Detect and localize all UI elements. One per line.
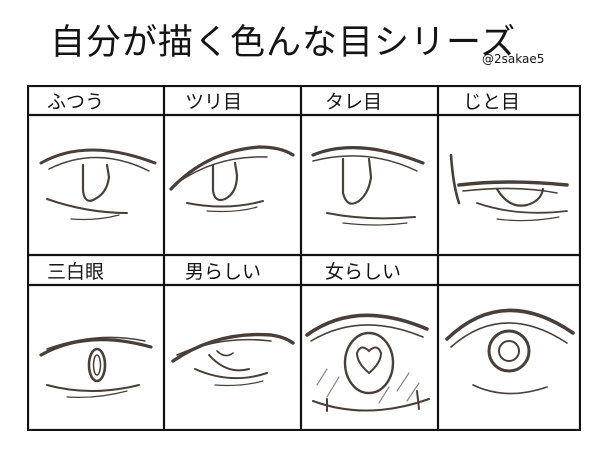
normal-eye-drawing <box>39 148 157 221</box>
cell-label-sanpaku: 三白眼 <box>47 261 105 283</box>
masculine-eye-drawing <box>171 332 295 387</box>
author-handle: @2sakae5 <box>482 52 545 66</box>
cell-label-half-lidded: じと目 <box>463 91 521 113</box>
feminine-eye-drawing <box>305 313 430 412</box>
cell-label-normal: ふつう <box>47 91 105 113</box>
cell-label-droopy: タレ目 <box>325 91 383 113</box>
cell-label-feminine: 女らしい <box>325 261 402 283</box>
half-lidded-eye-drawing <box>449 153 569 222</box>
sanpaku-eye-drawing <box>39 336 153 398</box>
upturned-eye-drawing <box>169 145 295 213</box>
page-title: 自分が描く色んな目シリーズ <box>50 23 517 63</box>
grid-lines <box>27 85 581 431</box>
eye-grid: ふつう ツリ目 タレ目 じと目 三白眼 男らしい 女らしい <box>27 85 581 431</box>
grid-drawing <box>27 85 581 431</box>
droopy-eye-drawing <box>311 146 425 226</box>
cell-label-upturned: ツリ目 <box>185 91 243 113</box>
cell-label-masculine: 男らしい <box>185 261 262 283</box>
round-eye-drawing <box>445 308 575 395</box>
